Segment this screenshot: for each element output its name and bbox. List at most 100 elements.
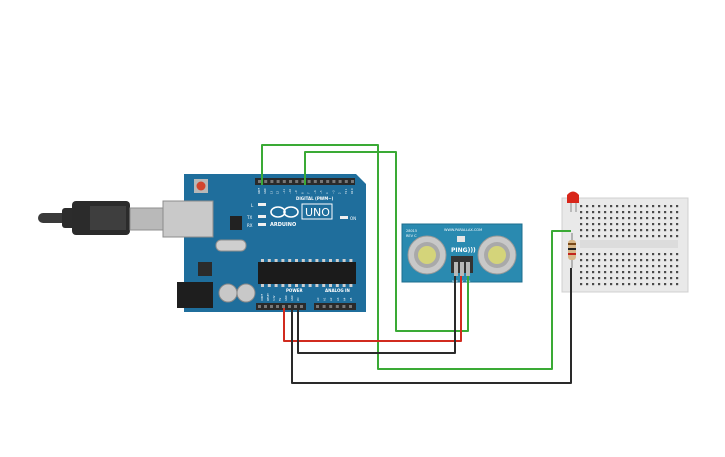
breadboard-hole[interactable] — [598, 223, 601, 226]
breadboard-hole[interactable] — [634, 259, 637, 262]
breadboard-hole[interactable] — [676, 223, 679, 226]
breadboard-hole[interactable] — [628, 271, 631, 274]
breadboard-hole[interactable] — [586, 211, 589, 214]
breadboard-hole[interactable] — [628, 265, 631, 268]
breadboard-hole[interactable] — [658, 211, 661, 214]
breadboard-hole[interactable] — [676, 211, 679, 214]
digital-pin-hole[interactable] — [258, 180, 261, 183]
breadboard-hole[interactable] — [592, 223, 595, 226]
breadboard-hole[interactable] — [634, 277, 637, 280]
breadboard-hole[interactable] — [592, 205, 595, 208]
breadboard-hole[interactable] — [652, 211, 655, 214]
breadboard-hole[interactable] — [628, 223, 631, 226]
wire-green-signal[interactable] — [304, 151, 469, 332]
breadboard-hole[interactable] — [610, 283, 613, 286]
breadboard-hole[interactable] — [664, 205, 667, 208]
breadboard-hole[interactable] — [646, 235, 649, 238]
power-pin-hole[interactable] — [294, 305, 297, 308]
breadboard-hole[interactable] — [628, 217, 631, 220]
breadboard-hole[interactable] — [676, 277, 679, 280]
power-pin-hole[interactable] — [288, 305, 291, 308]
breadboard-hole[interactable] — [622, 271, 625, 274]
analog-pin-hole[interactable] — [342, 305, 346, 308]
resistor[interactable] — [568, 233, 576, 268]
breadboard-hole[interactable] — [610, 271, 613, 274]
power-pin-hole[interactable] — [270, 305, 273, 308]
breadboard-hole[interactable] — [652, 205, 655, 208]
breadboard-hole[interactable] — [580, 253, 583, 256]
wire-green-breadboard[interactable] — [261, 144, 571, 370]
breadboard-hole[interactable] — [670, 217, 673, 220]
digital-pin-hole[interactable] — [351, 180, 354, 183]
breadboard-hole[interactable] — [604, 205, 607, 208]
breadboard-hole[interactable] — [640, 211, 643, 214]
breadboard-hole[interactable] — [670, 211, 673, 214]
breadboard-hole[interactable] — [622, 253, 625, 256]
breadboard-hole[interactable] — [664, 229, 667, 232]
breadboard-hole[interactable] — [604, 271, 607, 274]
analog-pin-hole[interactable] — [329, 305, 333, 308]
digital-pin-hole[interactable] — [282, 180, 286, 183]
breadboard-hole[interactable] — [622, 229, 625, 232]
breadboard-hole[interactable] — [676, 271, 679, 274]
breadboard-hole[interactable] — [586, 283, 589, 286]
breadboard-hole[interactable] — [658, 229, 661, 232]
breadboard-hole[interactable] — [640, 253, 643, 256]
digital-pin-hole[interactable] — [270, 180, 274, 183]
digital-pin-hole[interactable] — [320, 180, 323, 183]
mini-breadboard[interactable] — [561, 197, 689, 293]
breadboard-hole[interactable] — [634, 205, 637, 208]
breadboard-hole[interactable] — [604, 235, 607, 238]
ping-sensor[interactable]: 28015 REV C WWW.PARALLAX.COM PING))) GND… — [401, 223, 523, 283]
breadboard-hole[interactable] — [604, 229, 607, 232]
breadboard-hole[interactable] — [646, 217, 649, 220]
breadboard-hole[interactable] — [646, 283, 649, 286]
breadboard-hole[interactable] — [676, 229, 679, 232]
breadboard-hole[interactable] — [670, 265, 673, 268]
breadboard-hole[interactable] — [652, 265, 655, 268]
breadboard-hole[interactable] — [646, 229, 649, 232]
breadboard-hole[interactable] — [586, 259, 589, 262]
breadboard-hole[interactable] — [622, 217, 625, 220]
breadboard-hole[interactable] — [628, 235, 631, 238]
breadboard-hole[interactable] — [610, 229, 613, 232]
power-pin-hole[interactable] — [282, 305, 285, 308]
digital-pin-hole[interactable] — [313, 180, 317, 183]
analog-pin-hole[interactable] — [335, 305, 339, 308]
breadboard-hole[interactable] — [604, 277, 607, 280]
breadboard-hole[interactable] — [592, 271, 595, 274]
breadboard-hole[interactable] — [664, 217, 667, 220]
breadboard-hole[interactable] — [592, 211, 595, 214]
breadboard-hole[interactable] — [586, 223, 589, 226]
digital-pin-hole[interactable] — [295, 180, 299, 183]
breadboard-hole[interactable] — [676, 259, 679, 262]
breadboard-hole[interactable] — [640, 229, 643, 232]
breadboard-hole[interactable] — [616, 223, 619, 226]
breadboard-hole[interactable] — [634, 265, 637, 268]
breadboard-hole[interactable] — [604, 217, 607, 220]
breadboard-hole[interactable] — [580, 229, 583, 232]
breadboard-hole[interactable] — [604, 265, 607, 268]
breadboard-hole[interactable] — [670, 271, 673, 274]
breadboard-hole[interactable] — [670, 205, 673, 208]
breadboard-hole[interactable] — [598, 217, 601, 220]
breadboard-hole[interactable] — [640, 271, 643, 274]
analog-pin-hole[interactable] — [322, 305, 326, 308]
breadboard-hole[interactable] — [646, 211, 649, 214]
breadboard-hole[interactable] — [676, 205, 679, 208]
power-pin-hole[interactable] — [264, 305, 267, 308]
breadboard-hole[interactable] — [580, 223, 583, 226]
breadboard-hole[interactable] — [616, 217, 619, 220]
breadboard-hole[interactable] — [610, 211, 613, 214]
breadboard-hole[interactable] — [592, 277, 595, 280]
breadboard-hole[interactable] — [646, 265, 649, 268]
breadboard-hole[interactable] — [634, 217, 637, 220]
breadboard-hole[interactable] — [664, 265, 667, 268]
breadboard-hole[interactable] — [658, 271, 661, 274]
breadboard-hole[interactable] — [610, 265, 613, 268]
breadboard-hole[interactable] — [616, 235, 619, 238]
breadboard-hole[interactable] — [604, 211, 607, 214]
breadboard-hole[interactable] — [580, 211, 583, 214]
breadboard-hole[interactable] — [598, 229, 601, 232]
breadboard-hole[interactable] — [652, 271, 655, 274]
